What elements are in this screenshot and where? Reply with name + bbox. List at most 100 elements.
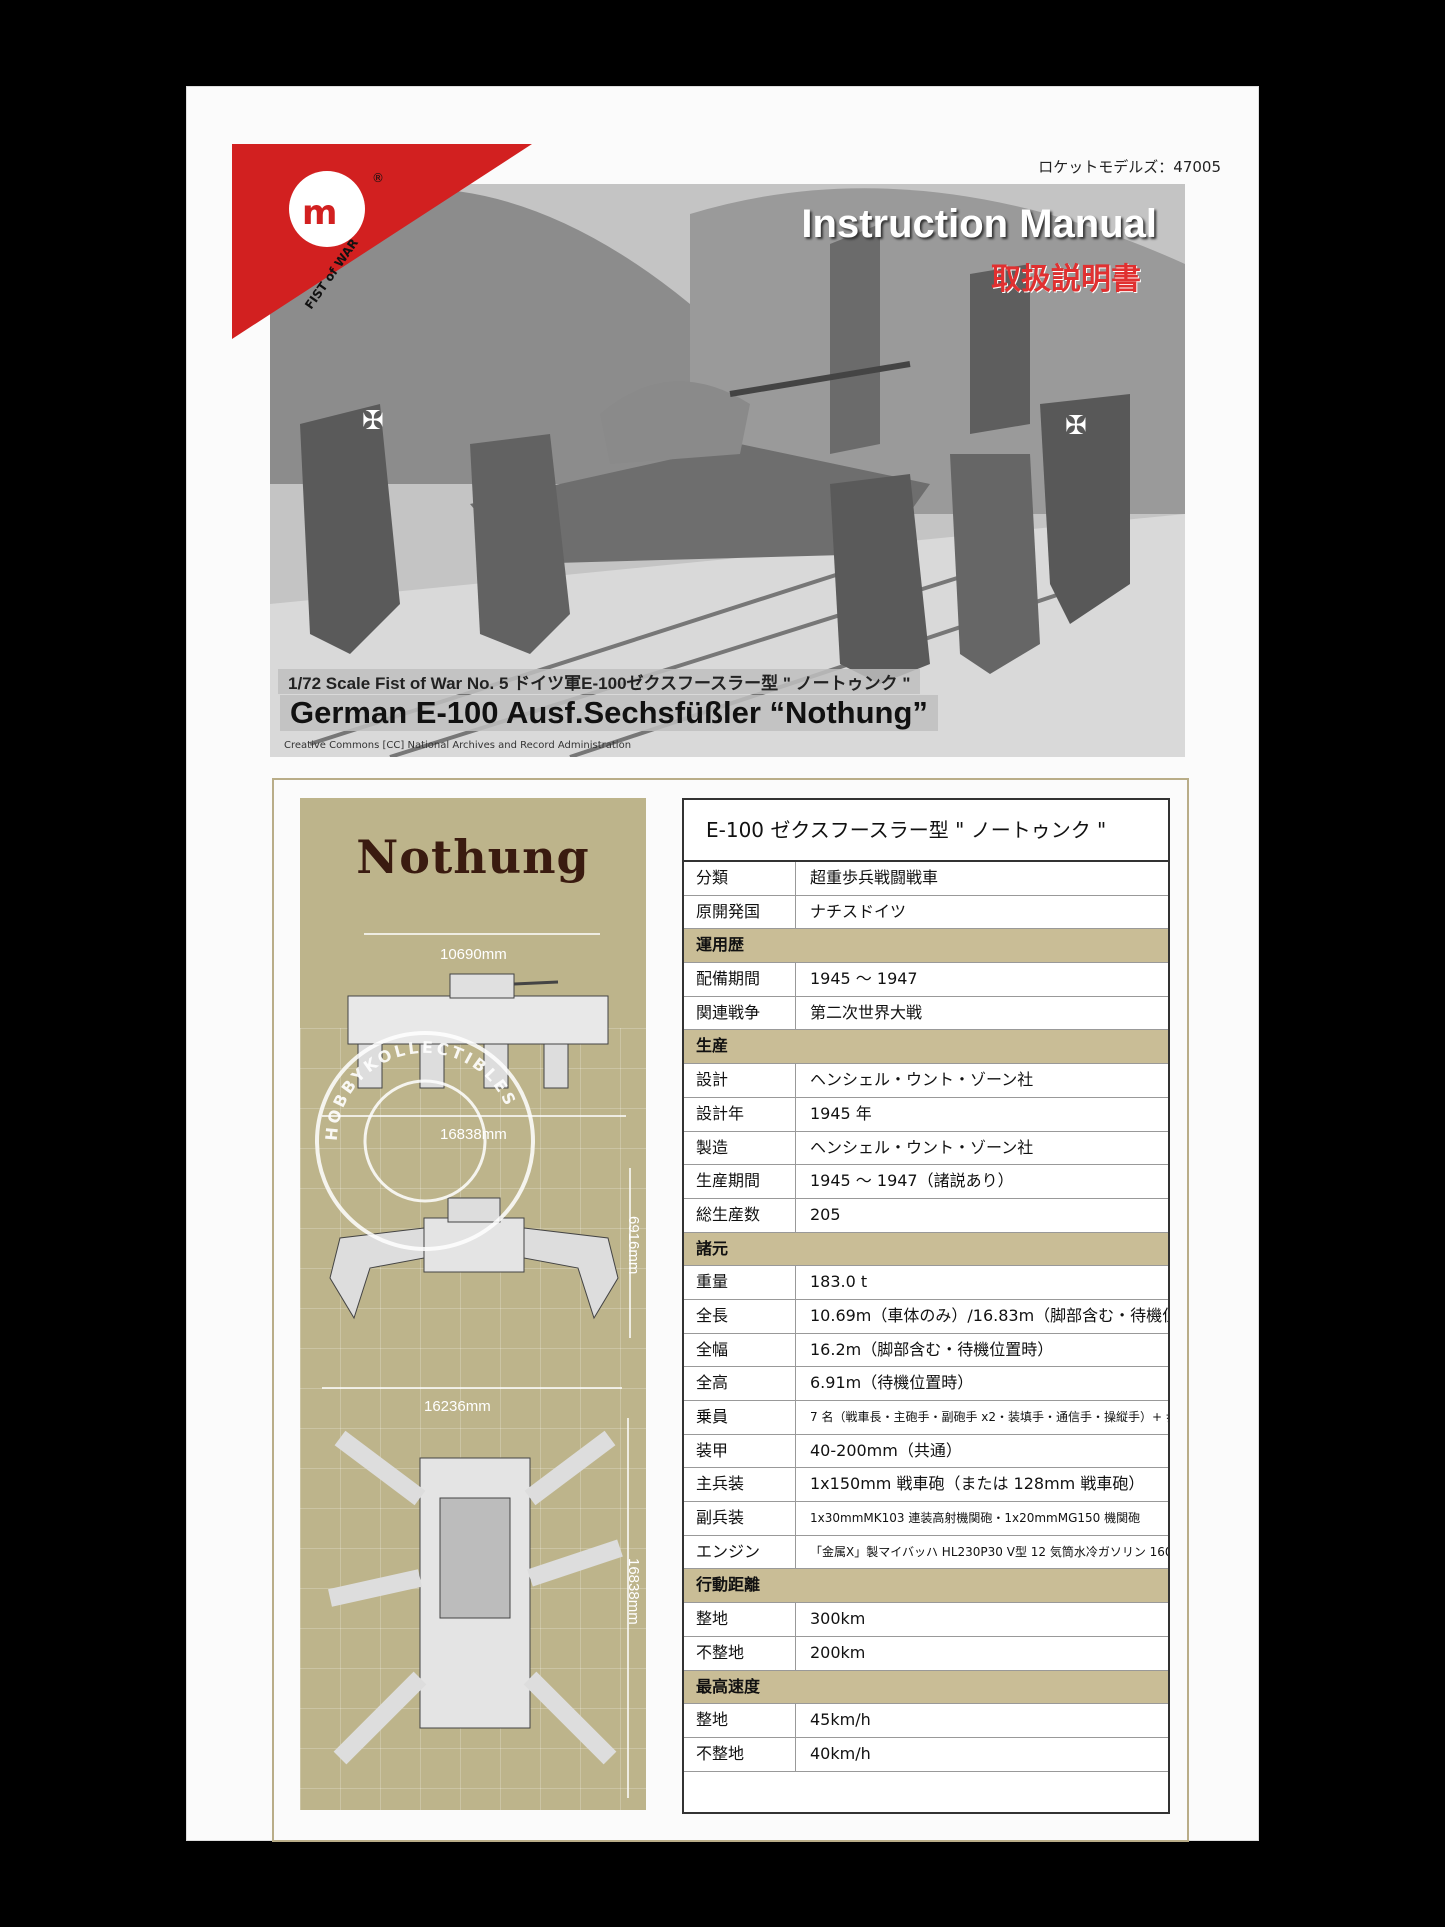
spec-label: 不整地 [684, 1737, 796, 1771]
spec-value: 40km/h [810, 1743, 871, 1763]
spec-value: 183.0 t [810, 1272, 868, 1292]
cover-photo: ✠ ✠ Instruction Manual 取扱説明書 1/72 Scale … [270, 184, 1185, 757]
spec-row: 重量 183.0 t [684, 1266, 1168, 1300]
spec-row: 配備期間 1945 〜 1947 [684, 963, 1168, 997]
spec-value: 40-200mm（共通） [810, 1440, 962, 1460]
spec-label: 乗員 [684, 1401, 796, 1434]
spec-value: 1945 〜 1947 [810, 969, 918, 989]
svg-text:✠: ✠ [362, 406, 384, 436]
model-name: German E-100 Ausf.Sechsfüßler “Nothung” [280, 695, 938, 731]
spec-value: 第二次世界大戦 [810, 1002, 923, 1022]
spec-value: 200km [810, 1642, 866, 1662]
spec-label: 運用歴 [696, 935, 745, 955]
spec-frame [272, 778, 1189, 1842]
spec-label: エンジン [684, 1535, 796, 1569]
spec-row: エンジン「金属X」製マイバッハ HL230P30 V型 12 気筒水冷ガソリン … [684, 1535, 1168, 1570]
spec-row: 設計ヘンシェル・ウント・ゾーン社 [684, 1064, 1168, 1098]
spec-label: 生産 [696, 1036, 729, 1056]
spec-label: 関連戦争 [684, 996, 796, 1030]
spec-value: 1945 年 [810, 1103, 872, 1123]
spec-row: 乗員 7 名（戦車長・主砲手・副砲手 x2・装填手・通信手・操縦手）+ 歩兵 15… [684, 1401, 1168, 1435]
spec-row: 分類超重歩兵戦闘戦車 [684, 862, 1168, 896]
spec-value: ヘンシェル・ウント・ゾーン社 [810, 1070, 1034, 1090]
fist-of-war-logo: m FIST of WAR ® [232, 144, 532, 339]
spec-value: 45km/h [810, 1710, 871, 1730]
spec-row: 原開発国ナチスドイツ [684, 895, 1168, 930]
spec-value: ヘンシェル・ウント・ゾーン社 [810, 1137, 1034, 1157]
spec-row: 不整地 40km/h [684, 1737, 1168, 1772]
specification-table: E-100 ゼクスフースラー型 " ノートゥンク " 分類超重歩兵戦闘戦車原開発… [682, 798, 1170, 1814]
nothung-logo: Nothung [356, 830, 590, 884]
spec-label: 全幅 [684, 1333, 796, 1367]
registered-mark: ® [372, 171, 384, 185]
spec-label: 不整地 [684, 1636, 796, 1670]
spec-value: 300km [810, 1609, 866, 1629]
spec-value: 1945 〜 1947（諸説あり） [810, 1171, 1014, 1191]
vehicle-views [322, 933, 631, 1798]
spec-label: 分類 [684, 862, 796, 895]
spec-label: 全高 [684, 1367, 796, 1400]
dimension-drawing: Nothung 10690mm [300, 798, 646, 1810]
spec-section-header: 運用歴 [684, 929, 1168, 964]
spec-label: 諸元 [696, 1238, 729, 1258]
spec-label: 生産期間 [684, 1165, 796, 1198]
spec-row: 主兵装 1x150mm 戦車砲（または 128mm 戦車砲） [684, 1468, 1168, 1503]
spec-row: 不整地 200km [684, 1636, 1168, 1671]
spec-value: 205 [810, 1204, 841, 1224]
svg-text:m: m [302, 193, 337, 233]
spec-label: 重量 [684, 1266, 796, 1299]
spec-row: 全高 6.91m（待機位置時） [684, 1367, 1168, 1401]
spec-row: 総生産数 205 [684, 1198, 1168, 1233]
spec-label: 総生産数 [684, 1198, 796, 1232]
photo-credit: Creative Commons [CC] National Archives … [284, 740, 632, 751]
width-dimension: 16236mm [424, 1398, 491, 1415]
manual-title-japanese: 取扱説明書 [991, 262, 1141, 297]
hobbykollectibles-watermark: HOBBYKOLLECTIBLES [315, 1031, 535, 1251]
spec-row: 整地 300km [684, 1603, 1168, 1637]
product-code: ロケットモデルズ：47005 [1038, 158, 1221, 176]
spec-label: 整地 [684, 1603, 796, 1636]
spec-label: 設計年 [684, 1097, 796, 1131]
spec-label: 整地 [684, 1704, 796, 1737]
spec-section-header: 生産 [684, 1030, 1168, 1065]
spec-row: 生産期間 1945 〜 1947（諸説あり） [684, 1165, 1168, 1199]
spec-label: 製造 [684, 1131, 796, 1165]
spec-value: 6.91m（待機位置時） [810, 1373, 974, 1393]
spec-value: 「金属X」製マイバッハ HL230P30 V型 12 気筒水冷ガソリン 1600… [810, 1544, 1168, 1559]
spec-value: 16.2m（脚部含む・待機位置時） [810, 1339, 1054, 1359]
spec-row: 関連戦争第二次世界大戦 [684, 996, 1168, 1031]
spec-value: 10.69m（車体のみ）/16.83m（脚部含む・待機位置時） [810, 1305, 1168, 1325]
spec-row: 設計年 1945 年 [684, 1097, 1168, 1132]
spec-row: 副兵装 1x30mmMK103 連装高射機関砲・1x20mmMG150 機関砲 [684, 1502, 1168, 1536]
spec-label: 全長 [684, 1299, 796, 1333]
spec-label: 主兵装 [684, 1468, 796, 1502]
spec-section-header: 行動距離 [684, 1569, 1168, 1604]
spec-value: 1x150mm 戦車砲（または 128mm 戦車砲） [810, 1474, 1145, 1494]
height-dimension: 6916mm [625, 1216, 642, 1275]
spec-value: 7 名（戦車長・主砲手・副砲手 x2・装填手・通信手・操縦手）+ 歩兵 15 名 [810, 1410, 1168, 1424]
spec-label: 原開発国 [684, 895, 796, 929]
overall-length-dimension: 16838mm [440, 1126, 507, 1143]
spec-label: 副兵装 [684, 1502, 796, 1535]
spec-table-title: E-100 ゼクスフースラー型 " ノートゥンク " [684, 800, 1168, 862]
spec-value: 1x30mmMK103 連装高射機関砲・1x20mmMG150 機関砲 [810, 1511, 1141, 1526]
series-line: 1/72 Scale Fist of War No. 5 ドイツ軍E-100ゼク… [278, 669, 921, 694]
svg-text:✠: ✠ [1065, 411, 1087, 441]
spec-section-header: 最高速度 [684, 1670, 1168, 1705]
spec-row: 製造ヘンシェル・ウント・ゾーン社 [684, 1131, 1168, 1166]
spec-label: 装甲 [684, 1434, 796, 1468]
spec-row: 装甲 40-200mm（共通） [684, 1434, 1168, 1469]
spec-value: 超重歩兵戦闘戦車 [810, 868, 939, 887]
instruction-booklet: ロケットモデルズ：47005 ✠ ✠ Instruction Manual 取扱… [186, 86, 1259, 1842]
spec-value: ナチスドイツ [810, 901, 907, 921]
spec-label: 配備期間 [684, 963, 796, 996]
spec-label: 行動距離 [696, 1575, 761, 1595]
spec-section-header: 諸元 [684, 1232, 1168, 1267]
hull-length-dimension: 10690mm [440, 946, 507, 963]
spec-label: 最高速度 [696, 1676, 761, 1696]
spec-row: 全幅 16.2m（脚部含む・待機位置時） [684, 1333, 1168, 1368]
top-view-length-dimension: 16838mm [625, 1558, 642, 1625]
spec-row: 整地 45km/h [684, 1704, 1168, 1738]
manual-title: Instruction Manual [801, 202, 1157, 246]
